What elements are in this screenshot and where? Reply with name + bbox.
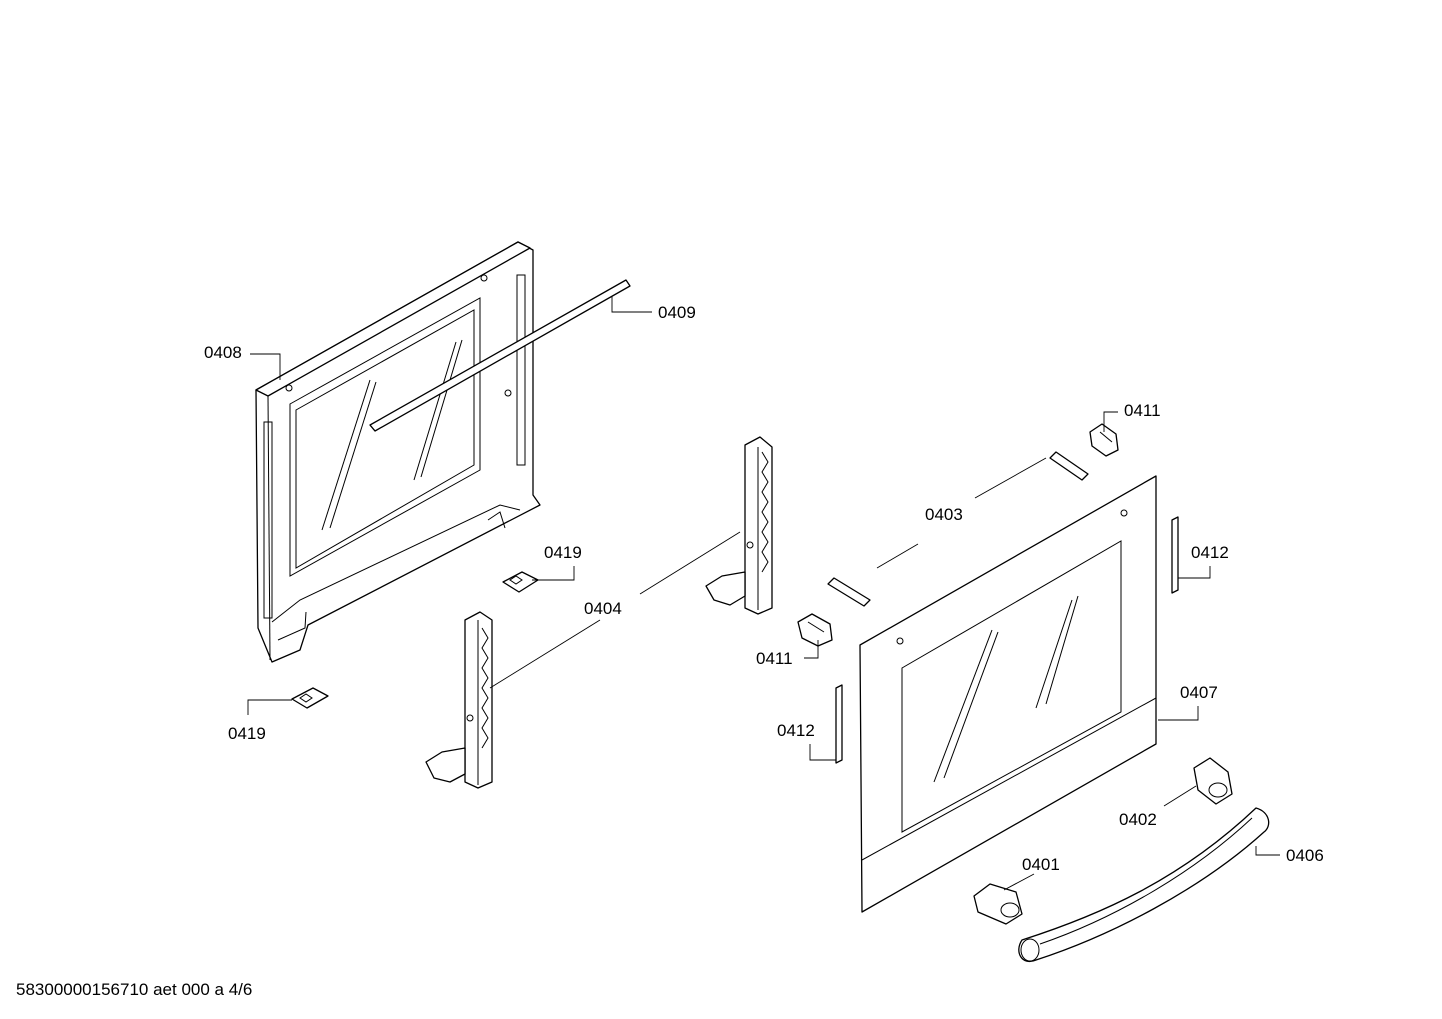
handle-end-cap-part-left xyxy=(973,883,1023,925)
door-seal-strip-part xyxy=(369,279,631,432)
callout-0406: 0406 xyxy=(1286,846,1324,865)
callout-0411-bottom: 0411 xyxy=(756,649,793,668)
callout-0404: 0404 xyxy=(584,599,622,618)
outer-door-glass-part xyxy=(859,475,1157,913)
rod-part-upper xyxy=(1049,451,1089,481)
hinge-part-left xyxy=(425,611,493,789)
bracket-part-bottom xyxy=(797,613,833,647)
callout-0401: 0401 xyxy=(1022,855,1060,874)
callout-0411-top: 0411 xyxy=(1124,401,1161,420)
callout-0409: 0409 xyxy=(658,303,696,322)
callout-0412-left: 0412 xyxy=(777,721,815,740)
bracket-part-top xyxy=(1089,423,1119,457)
door-handle-part xyxy=(1018,807,1270,963)
side-strip-part-left xyxy=(835,684,843,764)
clip-part-bottom xyxy=(291,687,329,709)
callout-0408: 0408 xyxy=(204,343,242,362)
rod-part-lower xyxy=(827,577,871,607)
leader-lines xyxy=(247,296,1280,891)
clip-part-top xyxy=(502,571,539,593)
callout-0419-bottom: 0419 xyxy=(228,724,266,743)
handle-end-cap-part-right xyxy=(1193,757,1233,805)
callout-0412-right: 0412 xyxy=(1191,543,1229,562)
side-strip-part-right xyxy=(1171,516,1179,594)
callout-0407: 0407 xyxy=(1180,683,1218,702)
callout-0419-top: 0419 xyxy=(544,543,582,562)
hinge-part-right xyxy=(705,436,773,615)
callout-0402: 0402 xyxy=(1119,810,1157,829)
callout-0403: 0403 xyxy=(925,505,963,524)
document-code: 58300000156710 aet 000 a 4/6 xyxy=(16,980,253,999)
inner-door-frame-part xyxy=(255,241,541,663)
